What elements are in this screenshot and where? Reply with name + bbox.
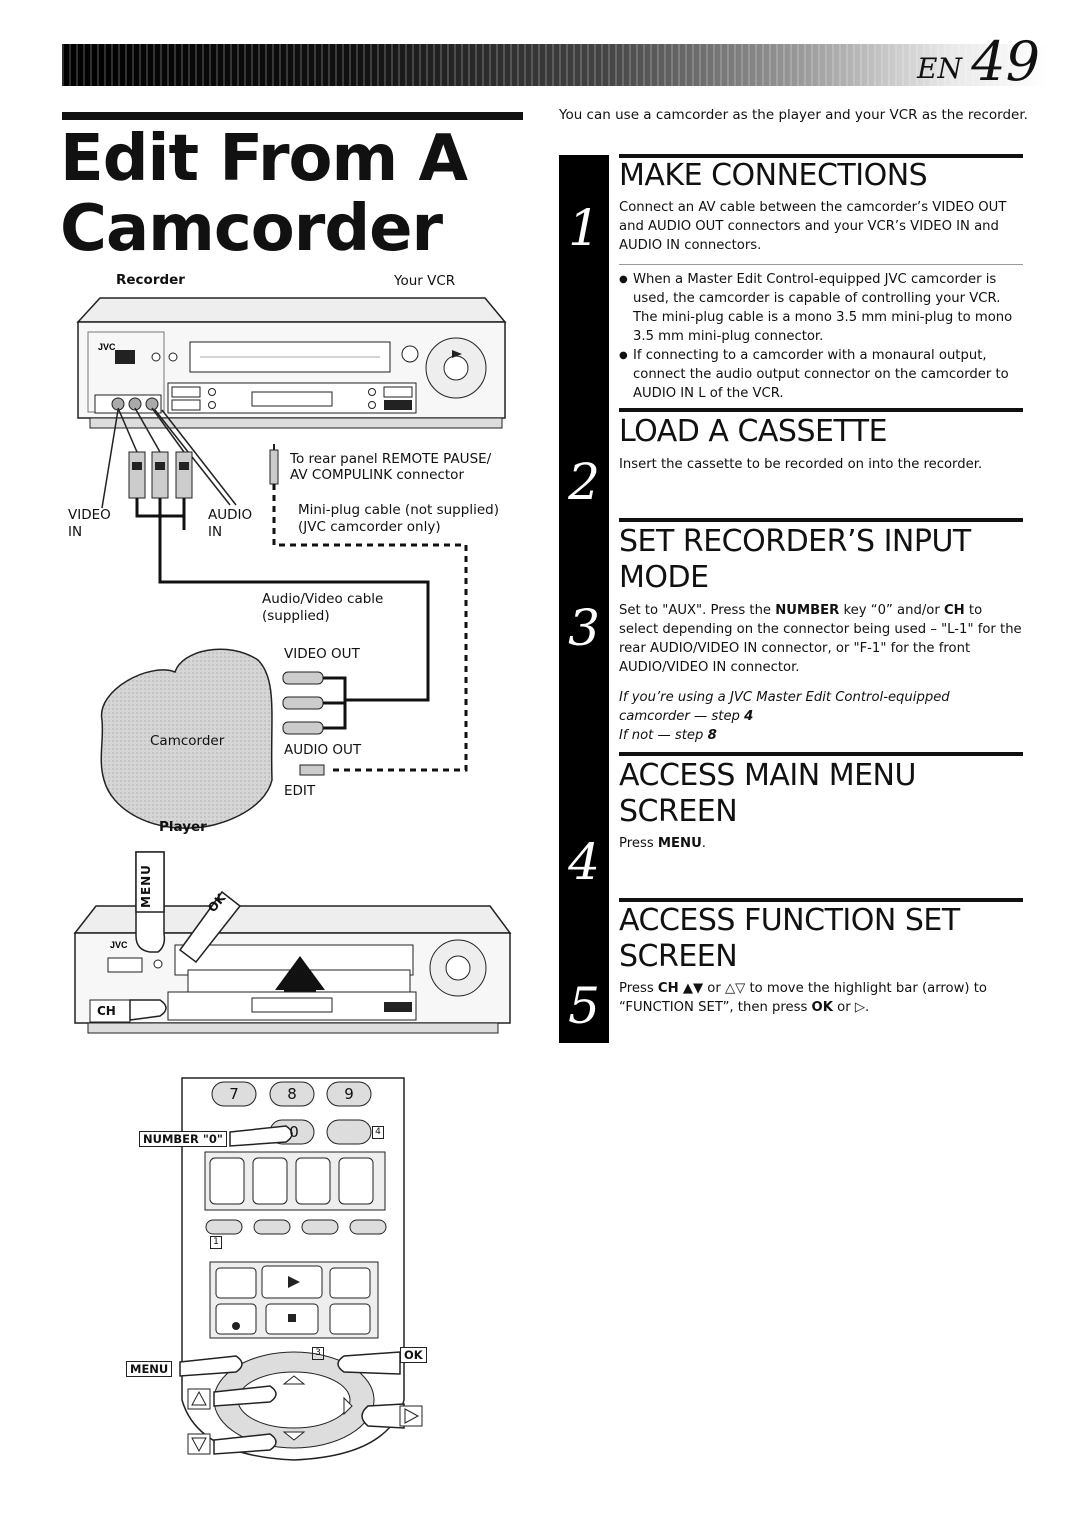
- edit-label: EDIT: [284, 783, 316, 799]
- recorder-brand-logo: JVC: [98, 342, 116, 352]
- step-4-rule: [619, 752, 1023, 756]
- number-0-label: NUMBER "0": [139, 1131, 227, 1147]
- step-1-rule: [619, 154, 1023, 158]
- title-line-1: Edit From A: [60, 122, 468, 196]
- intro-text: You can use a camcorder as the player an…: [559, 107, 1028, 123]
- mini-plug-cable-label: Mini-plug cable (not supplied)(JVC camco…: [298, 502, 499, 535]
- recorder-vcr: [76, 297, 507, 429]
- step-3-number: 3: [568, 599, 600, 657]
- remote-marker-1: 1: [210, 1236, 222, 1249]
- page-number: 49: [971, 30, 1040, 93]
- step-5-rule: [619, 898, 1023, 902]
- step-1-bullet-1: When a Master Edit Control-equipped JVC …: [619, 270, 1023, 346]
- step-2-text: Insert the cassette to be recorded on in…: [619, 457, 983, 472]
- step-1-text: Connect an AV cable between the camcorde…: [619, 200, 1007, 253]
- camcorder-label: Camcorder: [150, 733, 225, 749]
- video-out-label: VIDEO OUT: [284, 646, 360, 662]
- rear-panel-label-line-2: AV COMPULINK connector: [290, 467, 464, 483]
- step-2-title: LOAD A CASSETTE: [619, 414, 888, 449]
- down-triangle-icon: [191, 1437, 207, 1453]
- right-triangle-icon: [404, 1408, 420, 1424]
- rca-plugs-recorder: [128, 451, 193, 499]
- remote-fingers: [179, 1125, 405, 1455]
- step-3-note-2: If not — step 8: [619, 728, 717, 743]
- camcorder-output-plugs: [282, 671, 325, 776]
- step-5-number: 5: [568, 977, 600, 1035]
- step-4-number: 4: [568, 833, 600, 891]
- ok-finger: [178, 890, 242, 964]
- step-1-title: MAKE CONNECTIONS: [619, 158, 928, 193]
- header-bar: [62, 44, 1048, 86]
- up-arrow-box: [187, 1388, 211, 1410]
- audio-out-label: AUDIO OUT: [284, 742, 362, 758]
- remote-menu-label: MENU: [126, 1361, 173, 1377]
- camcorder-body: [100, 648, 273, 829]
- title-rule: [62, 112, 523, 120]
- remote-ok-label: OK: [400, 1347, 427, 1363]
- connection-diagram: JVC: [73, 297, 512, 1461]
- remote-key-0: 0: [289, 1123, 299, 1141]
- page-title: Edit From A Camcorder: [60, 124, 530, 264]
- ch-label: CH: [97, 1004, 116, 1018]
- step-1-divider: [619, 264, 1023, 265]
- av-cable-label: Audio/Video cable(supplied): [262, 591, 384, 624]
- step-1-bullet-2: If connecting to a camcorder with a mona…: [619, 346, 1023, 403]
- player-brand-logo: JVC: [110, 940, 128, 950]
- remote-marker-3: 3: [312, 1347, 324, 1360]
- remote-key-4-marker: 4: [372, 1126, 384, 1139]
- your-vcr-label: Your VCR: [394, 273, 456, 289]
- recorder-label: Recorder: [116, 272, 185, 288]
- step-3-note-1: If you’re using a JVC Master Edit Contro…: [619, 690, 950, 724]
- language-code: EN: [917, 52, 962, 85]
- step-1-number: 1: [568, 199, 600, 257]
- step-2-rule: [619, 408, 1023, 412]
- step-2-number: 2: [568, 453, 600, 511]
- remote-key-7: 7: [229, 1085, 239, 1103]
- remote-key-8: 8: [287, 1085, 297, 1103]
- step-4-text: Press MENU.: [619, 836, 706, 851]
- player-label: Player: [159, 819, 207, 835]
- mini-plug: [269, 444, 279, 485]
- step-3-text: Set to "AUX". Press the NUMBER key “0” a…: [619, 603, 1022, 675]
- title-line-2: Camcorder: [60, 192, 443, 266]
- down-arrow-box: [187, 1433, 211, 1455]
- rear-panel-label-line-1: To rear panel REMOTE PAUSE/: [290, 451, 492, 467]
- step-number-bar: [559, 155, 609, 1043]
- step-3-rule: [619, 518, 1023, 522]
- remote-key-9: 9: [344, 1085, 354, 1103]
- menu-finger: [135, 851, 166, 953]
- ch-finger: [89, 999, 167, 1023]
- menu-finger-label: MENU: [139, 864, 153, 908]
- step-5-text: Press CH ▲▼ or △▽ to move the highlight …: [619, 981, 987, 1015]
- up-triangle-icon: [191, 1390, 207, 1406]
